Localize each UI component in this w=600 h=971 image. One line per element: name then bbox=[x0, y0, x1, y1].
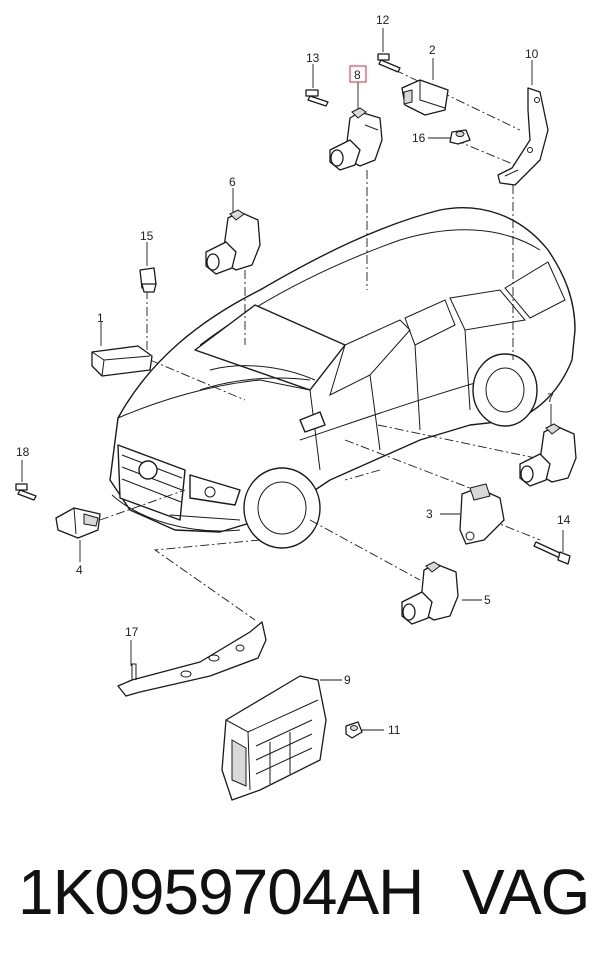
brand-label: VAG bbox=[462, 856, 590, 928]
parts-diagram: 1 2 3 4 5 6 7 8 9 10 11 12 13 14 15 16 1… bbox=[15, 13, 577, 801]
part-12-screw bbox=[377, 28, 401, 73]
callout-8: 8 bbox=[354, 68, 361, 82]
callout-11: 11 bbox=[388, 723, 401, 737]
callout-1: 1 bbox=[97, 311, 104, 325]
callout-3: 3 bbox=[426, 507, 433, 521]
part-number: 1K0959704AH bbox=[18, 856, 424, 928]
callout-10: 10 bbox=[525, 47, 539, 61]
part-6-motor bbox=[205, 188, 261, 275]
callout-15: 15 bbox=[140, 229, 154, 243]
callout-7: 7 bbox=[547, 391, 554, 405]
part-17-bracket bbox=[117, 621, 267, 697]
part-1-module bbox=[91, 322, 153, 377]
callout-12: 12 bbox=[376, 13, 390, 27]
part-2-sensor bbox=[401, 58, 449, 116]
callout-8-highlight bbox=[349, 65, 367, 83]
part-3-sensor bbox=[440, 483, 505, 545]
part-16-nut bbox=[428, 129, 471, 145]
part-15-sensor bbox=[139, 242, 157, 293]
callout-2: 2 bbox=[429, 43, 436, 57]
callout-13: 13 bbox=[306, 51, 320, 65]
part-18-screw bbox=[15, 460, 37, 501]
callout-17: 17 bbox=[125, 625, 139, 639]
part-8-motor bbox=[329, 82, 383, 171]
part-9-control-unit bbox=[221, 675, 342, 801]
callout-6: 6 bbox=[229, 175, 236, 189]
callout-9: 9 bbox=[344, 673, 351, 687]
part-11-nut bbox=[345, 721, 384, 739]
car-illustration bbox=[109, 207, 576, 549]
part-4-sensor bbox=[55, 507, 101, 562]
callout-16: 16 bbox=[412, 131, 426, 145]
callout-18: 18 bbox=[16, 445, 30, 459]
callout-14: 14 bbox=[557, 513, 571, 527]
callout-4: 4 bbox=[76, 563, 83, 577]
part-5-motor bbox=[401, 561, 482, 625]
part-13-screw bbox=[305, 64, 329, 107]
part-7-motor bbox=[519, 404, 577, 487]
callout-5: 5 bbox=[484, 593, 491, 607]
part-10-bracket bbox=[497, 60, 549, 186]
part-14-bolt bbox=[533, 530, 571, 565]
